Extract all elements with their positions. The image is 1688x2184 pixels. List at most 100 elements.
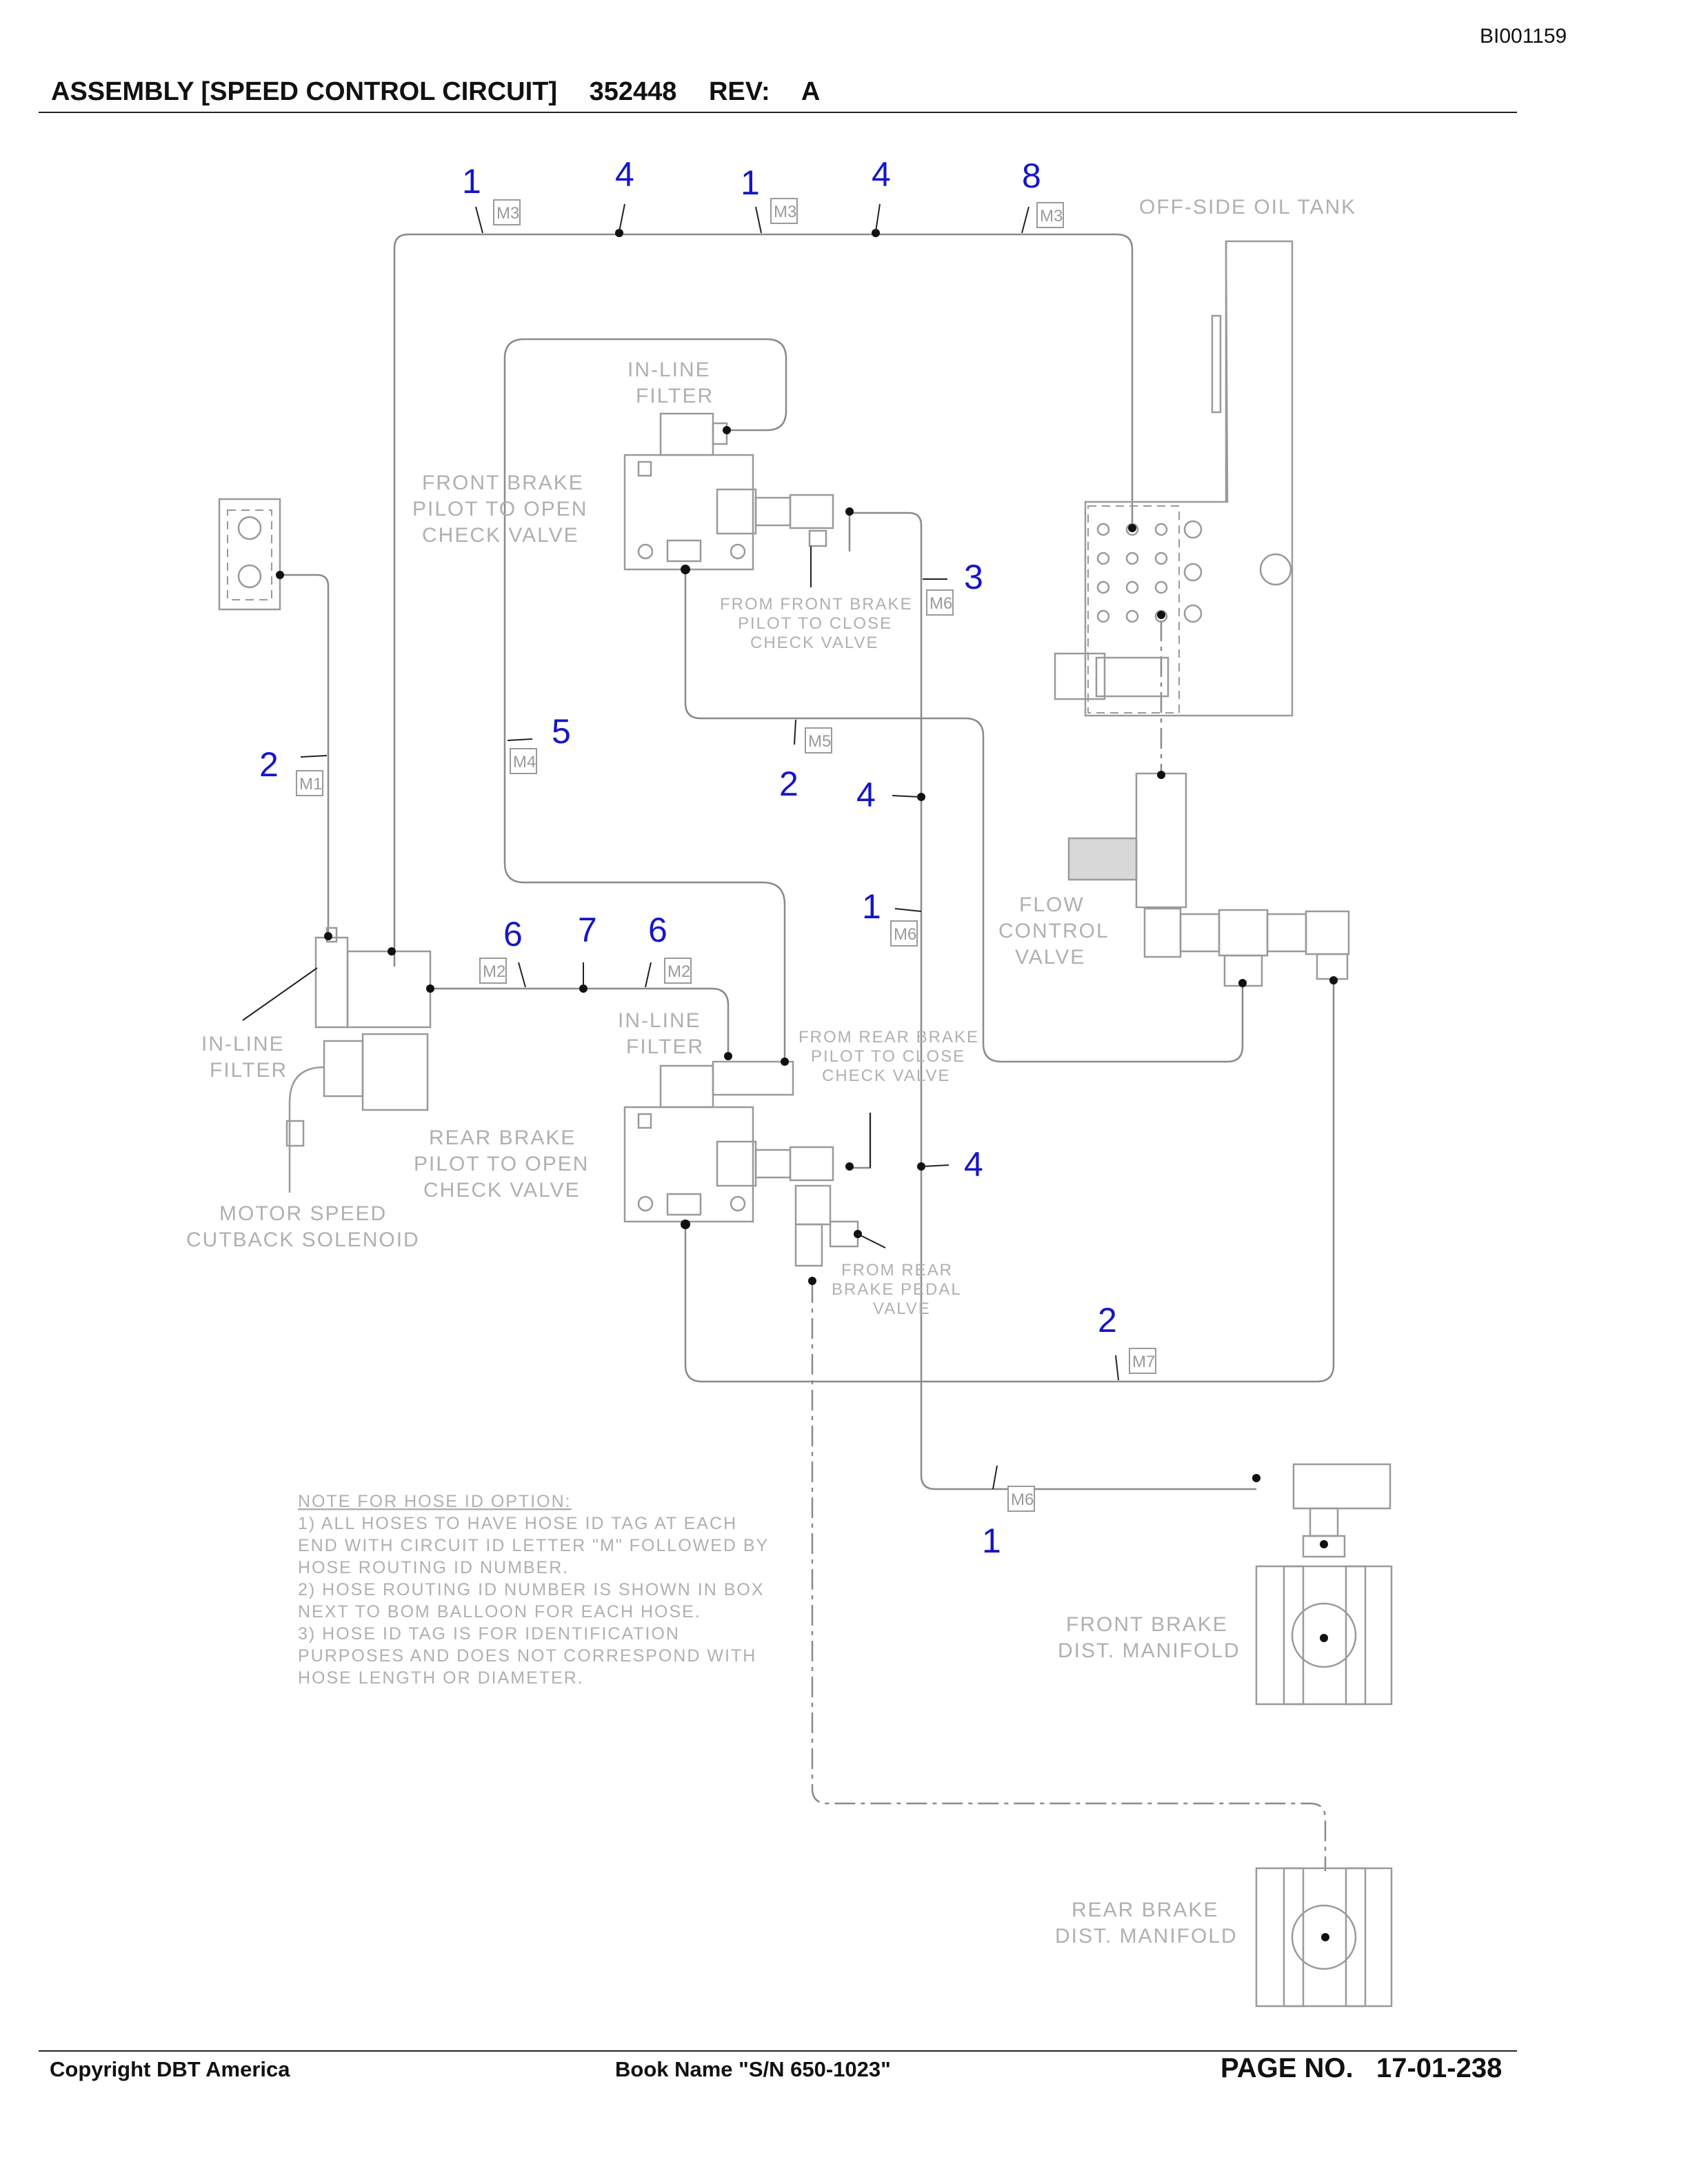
note-line: 3) HOSE ID TAG IS FOR IDENTIFICATION — [298, 1624, 680, 1644]
flow-control-label: VALVE — [1015, 946, 1085, 969]
bom-balloon: 1 — [862, 887, 881, 926]
flow-control-label: FLOW — [1019, 893, 1085, 916]
document-id: BI001159 — [1480, 25, 1567, 48]
from-rear-pedal-label: BRAKE PEDAL — [832, 1280, 962, 1299]
rev-value: A — [801, 77, 821, 106]
hose-tag: M6 — [930, 594, 952, 613]
front-brake-check-label: PILOT TO OPEN — [412, 498, 587, 520]
bom-balloon: 2 — [1098, 1301, 1117, 1339]
bom-balloon: 3 — [964, 558, 983, 596]
bom-balloon: 4 — [856, 776, 876, 814]
front-manifold-label: FRONT BRAKE — [1066, 1613, 1228, 1636]
from-rear-pedal-label: FROM REAR — [841, 1261, 953, 1280]
flow-control-valve — [1067, 772, 1350, 987]
page-value: 17-01-238 — [1376, 2053, 1503, 2083]
hose-tag: M3 — [496, 204, 519, 223]
hose-rear-pedal-line — [811, 1282, 1327, 1871]
filter-left-label: IN-LINE — [201, 1033, 285, 1055]
from-rear-brake-label: PILOT TO CLOSE — [811, 1047, 965, 1066]
pressure-switch-block — [218, 498, 281, 611]
hose-lines — [280, 233, 1335, 1871]
rear-brake-check-valve — [623, 1060, 859, 1267]
rear-brake-check-label: PILOT TO OPEN — [414, 1153, 589, 1175]
hose-tag: M5 — [808, 732, 831, 751]
hose-tag: M2 — [483, 962, 505, 981]
hose-m1 — [280, 574, 330, 935]
hose-m3-top — [393, 233, 1134, 967]
notes-heading: NOTE FOR HOSE ID OPTION: — [298, 1492, 572, 1511]
motor-speed-label: MOTOR SPEED — [219, 1202, 387, 1225]
bom-balloon: 6 — [503, 915, 523, 953]
bom-balloon: 2 — [259, 745, 279, 784]
rear-manifold-label: DIST. MANIFOLD — [1055, 1925, 1238, 1948]
hose-m2 — [430, 987, 730, 1055]
note-line: 1) ALL HOSES TO HAVE HOSE ID TAG AT EACH — [298, 1514, 737, 1533]
bom-balloon: 8 — [1022, 156, 1041, 195]
bom-balloon: 6 — [648, 911, 667, 949]
bom-balloon: 4 — [872, 155, 891, 194]
note-line: 2) HOSE ROUTING ID NUMBER IS SHOWN IN BO… — [298, 1580, 765, 1599]
note-line: NEXT TO BOM BALLOON FOR EACH HOSE. — [298, 1602, 701, 1621]
rear-brake-manifold — [1255, 1867, 1393, 2008]
hose-tag: M3 — [774, 203, 796, 221]
front-brake-check-label: FRONT BRAKE — [422, 472, 584, 494]
from-front-brake-label: PILOT TO CLOSE — [738, 614, 892, 633]
bom-balloon: 1 — [741, 163, 760, 202]
note-line: END WITH CIRCUIT ID LETTER "M" FOLLOWED … — [298, 1536, 769, 1555]
hose-tag: M4 — [513, 753, 536, 771]
connection-dots — [276, 229, 1338, 1941]
hose-tag: M3 — [1040, 207, 1063, 225]
hose-tag: M1 — [299, 775, 322, 793]
header-rule — [39, 112, 1517, 113]
rear-manifold-label: REAR BRAKE — [1072, 1899, 1218, 1921]
hose-tag: M6 — [1011, 1490, 1034, 1509]
oil-tank-label: OFF-SIDE OIL TANK — [1139, 196, 1356, 219]
hose-tag: M7 — [1132, 1353, 1155, 1371]
filter-left-label: FILTER — [210, 1059, 288, 1082]
note-line: HOSE LENGTH OR DIAMETER. — [298, 1668, 584, 1688]
from-front-brake-label: CHECK VALVE — [750, 634, 879, 652]
hose-tags: M3 M3 M3 M6 M4 M5 M1 M6 M2 M2 M7 M6 — [296, 198, 1156, 1512]
bom-balloon: 4 — [964, 1145, 983, 1184]
filter-top-label: IN-LINE — [627, 358, 711, 381]
hose-rear-check-close — [850, 1113, 872, 1169]
hose-m4 — [503, 338, 787, 1062]
bom-balloon: 5 — [552, 712, 571, 751]
assembly-title: ASSEMBLY [SPEED CONTROL CIRCUIT] — [51, 77, 558, 106]
bom-balloon: 7 — [578, 911, 597, 949]
from-rear-brake-label: FROM REAR BRAKE — [798, 1028, 979, 1046]
bom-balloon: 4 — [615, 155, 634, 194]
component-labels: OFF-SIDE OIL TANK IN-LINE FILTER FRONT B… — [186, 196, 1356, 1948]
hose-m7 — [684, 979, 1335, 1383]
filter-mid-label: IN-LINE — [618, 1009, 701, 1032]
leader-lines — [242, 203, 1119, 1490]
from-rear-pedal-label: VALVE — [873, 1300, 931, 1318]
note-line: HOSE ROUTING ID NUMBER. — [298, 1558, 569, 1577]
book-name: Book Name "S/N 650-1023" — [615, 2057, 891, 2081]
front-manifold-label: DIST. MANIFOLD — [1058, 1639, 1240, 1662]
motor-speed-label: CUTBACK SOLENOID — [186, 1228, 420, 1251]
bom-balloon: 2 — [779, 765, 798, 803]
hose-tag: M2 — [667, 962, 690, 981]
filter-top-label: FILTER — [636, 385, 714, 407]
page-number: PAGE NO. 17-01-238 — [1220, 2053, 1502, 2084]
bom-balloon: 1 — [462, 162, 481, 201]
rev-label: REV: — [708, 77, 770, 106]
hose-id-notes: NOTE FOR HOSE ID OPTION: 1) ALL HOSES TO… — [298, 1492, 769, 1688]
bom-balloon: 1 — [982, 1521, 1001, 1560]
hose-m6-tank-return — [851, 512, 1256, 1490]
hose-tag: M6 — [894, 925, 916, 944]
oil-tank — [1054, 240, 1294, 717]
from-front-brake-label: FROM FRONT BRAKE — [720, 595, 913, 614]
front-brake-check-valve — [623, 412, 834, 571]
bom-balloons: 1 4 1 4 8 3 5 2 2 4 1 6 7 6 4 2 1 — [259, 155, 1117, 1560]
part-number: 352448 — [589, 77, 677, 106]
copyright: Copyright DBT America — [50, 2057, 290, 2081]
front-brake-manifold — [1255, 1463, 1393, 1706]
hose-m5 — [684, 568, 1244, 1063]
note-line: PURPOSES AND DOES NOT CORRESPOND WITH — [298, 1646, 756, 1666]
title-bar: ASSEMBLY [SPEED CONTROL CIRCUIT] 352448 … — [51, 77, 845, 107]
rear-brake-check-label: CHECK VALVE — [423, 1179, 581, 1202]
filter-mid-label: FILTER — [626, 1035, 704, 1058]
